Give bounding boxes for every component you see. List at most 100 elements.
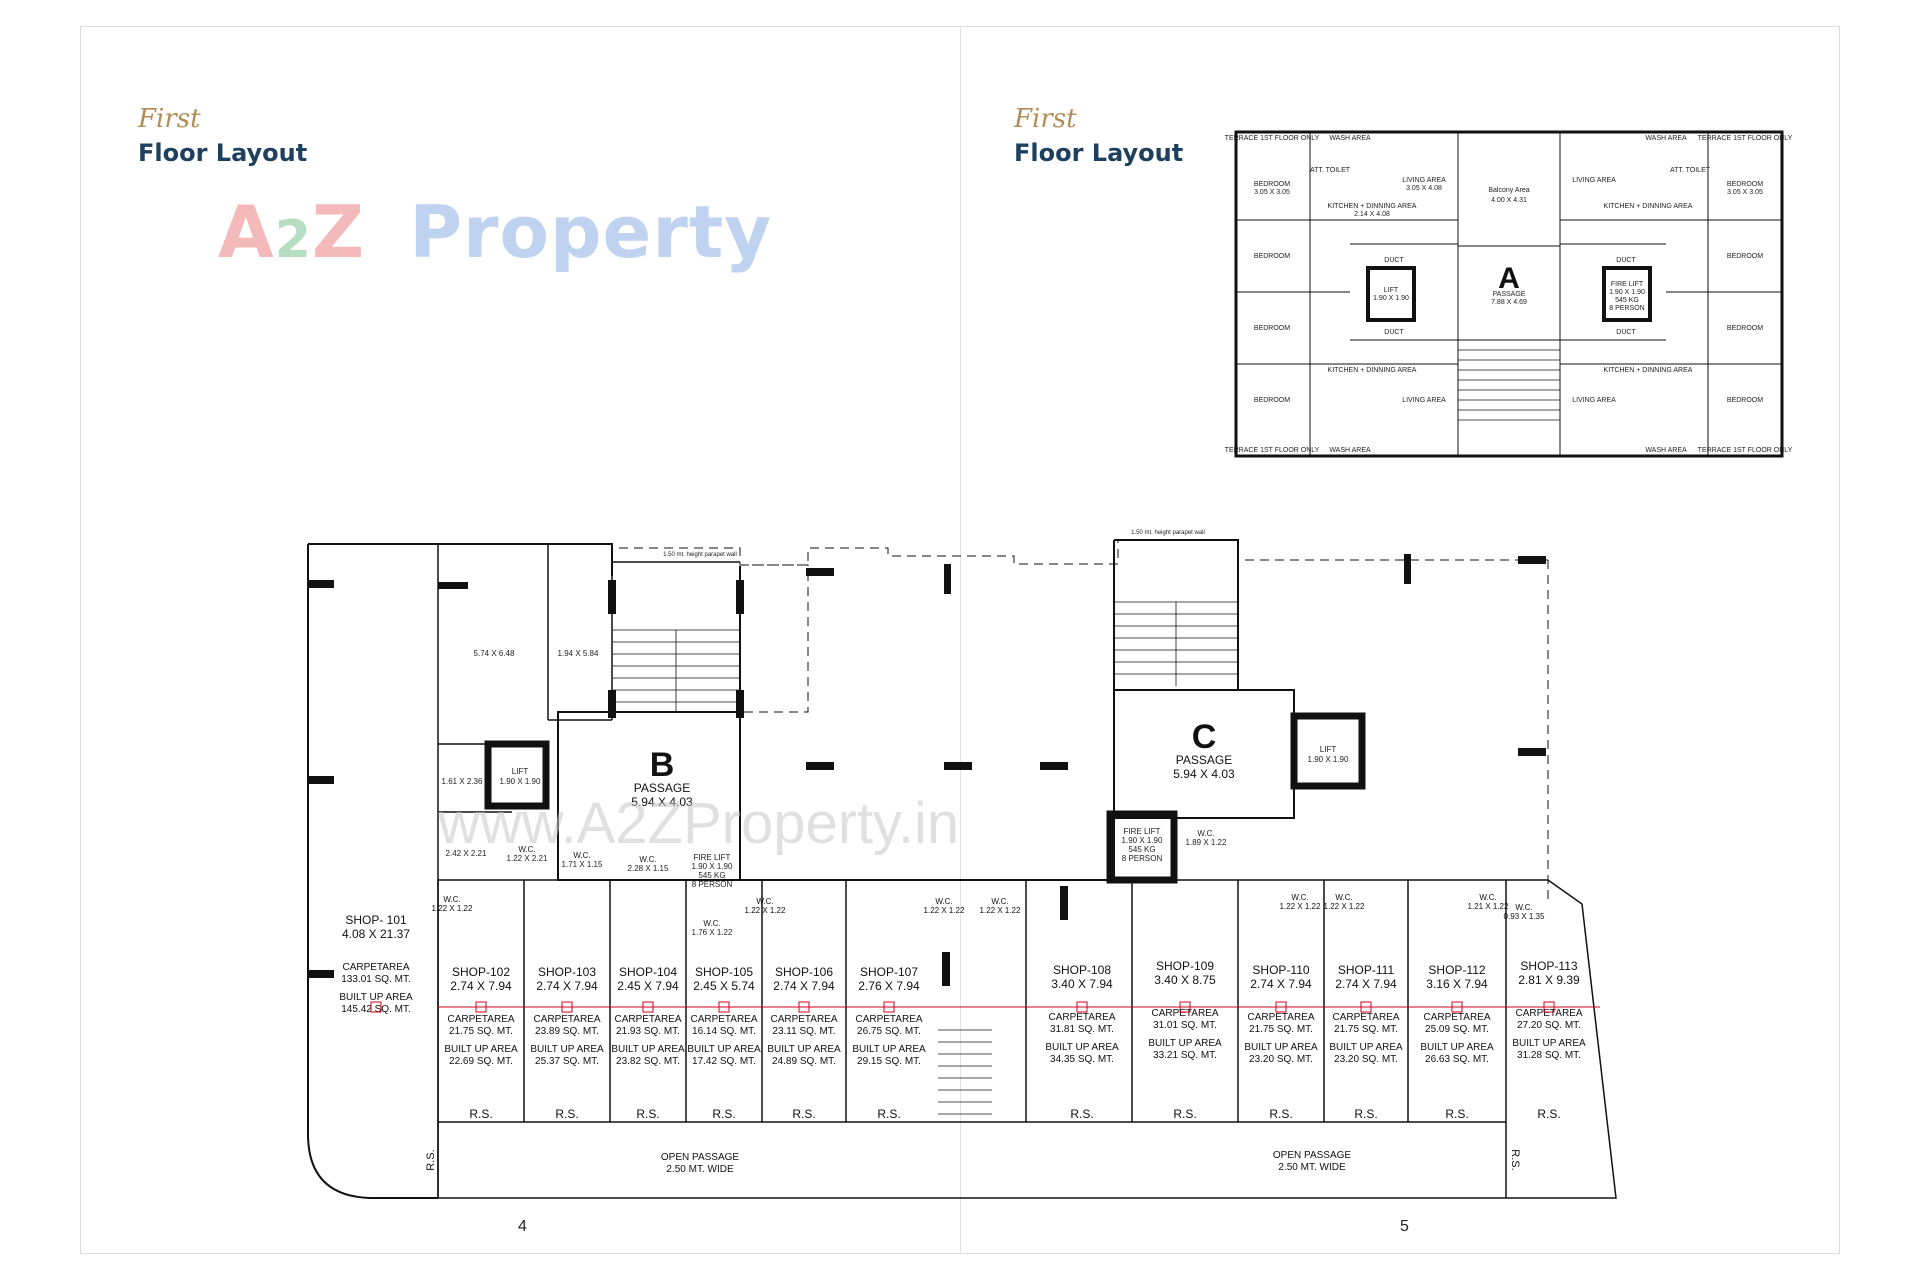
shop-wc-dims: 1.22 X 1.22 bbox=[1280, 902, 1321, 911]
shop-carpet-area: 27.20 SQ. MT. bbox=[1517, 1020, 1581, 1031]
fire-lift-dims: 1.90 X 1.90 bbox=[1122, 836, 1163, 845]
axis-marker bbox=[1451, 1001, 1463, 1013]
wc-label: W.C. bbox=[1197, 829, 1214, 838]
shop-carpet-label: CARPETAREA bbox=[1332, 1012, 1399, 1023]
shop-carpet-label: CARPETAREA bbox=[1048, 1012, 1115, 1023]
inset-terrace-label: TERRACE 1ST FLOOR ONLY bbox=[1225, 135, 1320, 142]
shop-wc-dims: 1.22 X 1.22 bbox=[432, 904, 473, 913]
inset-toilet-label: ATT. TOILET bbox=[1670, 167, 1711, 174]
plan-walls bbox=[307, 539, 1617, 1199]
shop-rs-label: R.S. bbox=[1354, 1107, 1377, 1121]
right-page-title: Floor Layout bbox=[1014, 139, 1184, 167]
shop-rs-label: R.S. bbox=[636, 1107, 659, 1121]
inset-fire-lift-label: FIRE LIFT bbox=[1611, 281, 1644, 288]
shop-dims: 3.40 X 7.94 bbox=[1051, 977, 1113, 991]
right-page-number: 5 bbox=[1400, 1218, 1409, 1235]
shop-built-label: BUILT UP AREA bbox=[852, 1044, 926, 1055]
inset-bedroom-label: BEDROOM bbox=[1254, 325, 1290, 332]
lift-c-dims: 1.90 X 1.90 bbox=[1308, 755, 1349, 764]
shop-wc-label: W.C. bbox=[1335, 893, 1352, 902]
inset-kitchen-label: KITCHEN + DINNING AREA bbox=[1328, 367, 1417, 374]
room-label: 5.74 X 6.48 bbox=[474, 649, 515, 658]
shop-built-area: 22.69 SQ. MT. bbox=[449, 1056, 513, 1067]
shop-name: SHOP-108 bbox=[1053, 963, 1111, 977]
rs-vertical-label: R.S. bbox=[1509, 1149, 1521, 1170]
shop-carpet-area: 21.93 SQ. MT. bbox=[616, 1026, 680, 1037]
shop-built-area: 26.63 SQ. MT. bbox=[1425, 1054, 1489, 1065]
inset-duct-label: DUCT bbox=[1384, 329, 1404, 336]
inset-living-label: LIVING AREA bbox=[1572, 177, 1616, 184]
wc-label: W.C. bbox=[573, 851, 590, 860]
shop-built-area: 23.20 SQ. MT. bbox=[1249, 1054, 1313, 1065]
shop-rs-label: R.S. bbox=[877, 1107, 900, 1121]
shop-carpet-area: 16.14 SQ. MT. bbox=[692, 1026, 756, 1037]
inset-bedroom-label: BEDROOM bbox=[1727, 181, 1763, 188]
wc-dims: 1.76 X 1.22 bbox=[692, 928, 733, 937]
inset-fire-lift-dims: 1.90 X 1.90 bbox=[1609, 289, 1645, 296]
left-script-title: First bbox=[138, 104, 201, 134]
axis-marker bbox=[883, 1001, 895, 1013]
shop-carpet-label: CARPETAREA bbox=[770, 1014, 837, 1025]
inset-lift-label: LIFT bbox=[1384, 287, 1399, 294]
axis-marker bbox=[798, 1001, 810, 1013]
shop-carpet-label: CARPETAREA bbox=[690, 1014, 757, 1025]
shop-carpet-area: 31.81 SQ. MT. bbox=[1050, 1024, 1114, 1035]
shop-built-area: 31.28 SQ. MT. bbox=[1517, 1050, 1581, 1061]
shop-name: SHOP-111 bbox=[1338, 963, 1395, 977]
inset-bedroom-label: BEDROOM bbox=[1727, 325, 1763, 332]
shop-wc-label: W.C. bbox=[1479, 893, 1496, 902]
inset-duct-label: DUCT bbox=[1384, 257, 1404, 264]
inset-duct-label: DUCT bbox=[1616, 329, 1636, 336]
inset-kitchen-label: KITCHEN + DINNING AREA bbox=[1604, 367, 1693, 374]
shop-wc-label: W.C. bbox=[756, 897, 773, 906]
shop-name: SHOP-107 bbox=[860, 965, 918, 979]
shop-wc-label: W.C. bbox=[1291, 893, 1308, 902]
shop-carpet-area: 23.11 SQ. MT. bbox=[772, 1026, 835, 1037]
inset-wash-label: WASH AREA bbox=[1329, 135, 1371, 142]
shop-built-label: BUILT UP AREA bbox=[767, 1044, 841, 1055]
open-passage-width: 2.50 MT. WIDE bbox=[666, 1164, 734, 1175]
inset-kitchen-label: KITCHEN + DINNING AREA bbox=[1328, 203, 1417, 210]
inset-terrace-label: TERRACE 1ST FLOOR ONLY bbox=[1225, 447, 1320, 454]
shop-built-label: BUILT UP AREA bbox=[1045, 1042, 1119, 1053]
lift-b-dims: 1.90 X 1.90 bbox=[500, 777, 541, 786]
shop-built-area: 23.20 SQ. MT. bbox=[1334, 1054, 1398, 1065]
fire-lift-kg: 545 KG bbox=[1128, 845, 1155, 854]
stairs bbox=[612, 601, 1238, 1115]
wing-c-letter: C bbox=[1192, 718, 1217, 756]
shop-built-area: 23.82 SQ. MT. bbox=[616, 1056, 680, 1067]
shop-carpet-label: CARPETAREA bbox=[855, 1014, 922, 1025]
shop-built-area: 145.42 SQ. MT. bbox=[341, 1004, 410, 1015]
shop-built-area: 25.37 SQ. MT. bbox=[535, 1056, 599, 1067]
shop-built-label: BUILT UP AREA bbox=[1244, 1042, 1318, 1053]
inset-wash-label: WASH AREA bbox=[1645, 447, 1687, 454]
fire-lift-person: 8 PERSON bbox=[692, 880, 733, 889]
shop-dims: 2.76 X 7.94 bbox=[858, 979, 920, 993]
shop-built-label: BUILT UP AREA bbox=[339, 992, 413, 1003]
shop-built-label: BUILT UP AREA bbox=[1329, 1042, 1403, 1053]
parapet-note: 1.50 mt. height parapet wall bbox=[663, 552, 737, 558]
wc-label: W.C. bbox=[639, 855, 656, 864]
inset-plan-a bbox=[1234, 130, 1784, 458]
shop-carpet-label: CARPETAREA bbox=[1423, 1012, 1490, 1023]
shop-wc-label: W.C. bbox=[1515, 903, 1532, 912]
shop-carpet-label: CARPETAREA bbox=[1151, 1008, 1218, 1019]
inset-duct-label: DUCT bbox=[1616, 257, 1636, 264]
shop-name: SHOP-106 bbox=[775, 965, 833, 979]
wing-c-passage: PASSAGE bbox=[1176, 753, 1232, 767]
shop-name: SHOP-113 bbox=[1520, 959, 1577, 973]
shop-rs-label: R.S. bbox=[1173, 1107, 1196, 1121]
inset-wash-label: WASH AREA bbox=[1329, 447, 1371, 454]
axis-marker bbox=[642, 1001, 654, 1013]
inset-bedroom-label: BEDROOM bbox=[1727, 397, 1763, 404]
wing-b-dims: 5.94 X 4.03 bbox=[631, 795, 693, 809]
shop-carpet-label: CARPETAREA bbox=[447, 1014, 514, 1025]
brand-watermark: A2Z Property bbox=[218, 190, 773, 274]
shop-built-label: BUILT UP AREA bbox=[611, 1044, 685, 1055]
inset-balcony-label: Balcony Area bbox=[1488, 187, 1529, 194]
columns bbox=[308, 554, 1546, 986]
wc-label: W.C. bbox=[703, 919, 720, 928]
shop-carpet-area: 31.01 SQ. MT. bbox=[1153, 1020, 1217, 1031]
shop-built-area: 29.15 SQ. MT. bbox=[857, 1056, 921, 1067]
